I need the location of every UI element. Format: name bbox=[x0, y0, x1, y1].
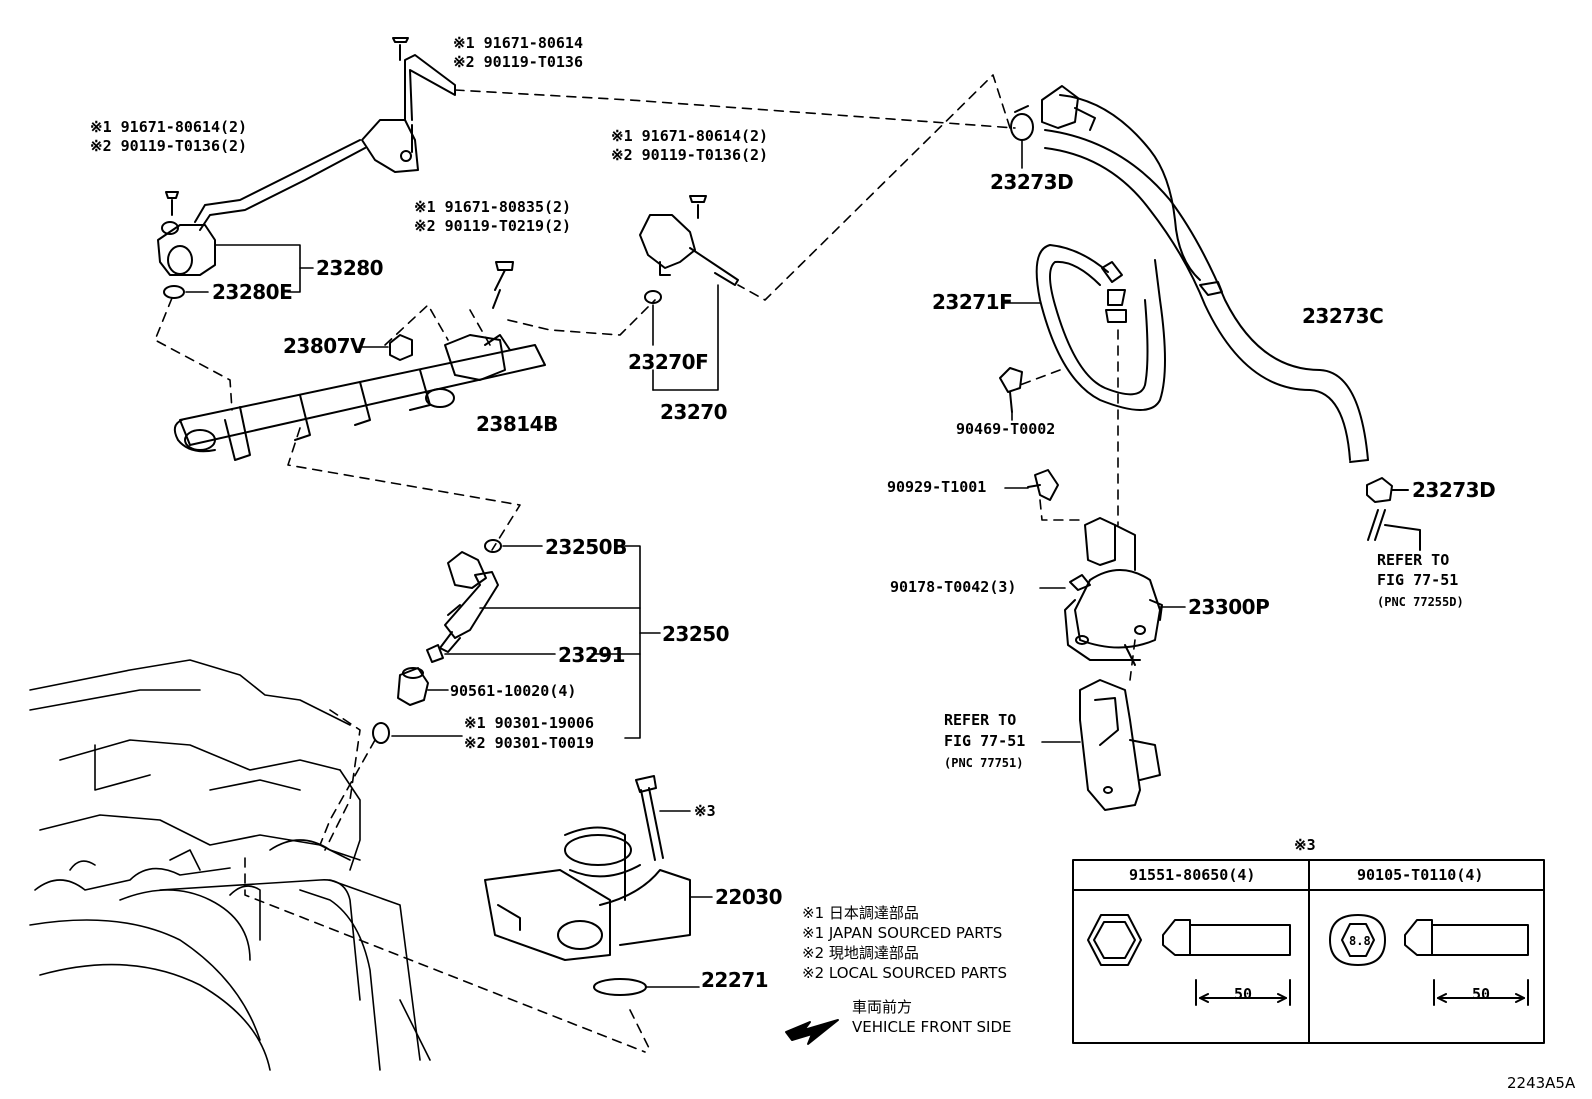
leader-22030 bbox=[645, 810, 713, 988]
o-ring-90301 bbox=[372, 722, 390, 744]
part-number-23291: 23291 bbox=[558, 643, 626, 667]
front-arrow bbox=[785, 1019, 839, 1045]
fuel-hose-23271f bbox=[1035, 244, 1166, 411]
canister-23300p bbox=[1064, 517, 1163, 666]
part-label-p3b: ※2 90119-T0136(2) bbox=[611, 146, 769, 164]
pipe-77255d bbox=[1367, 509, 1421, 551]
front-label-jp: 車両前方 bbox=[852, 998, 913, 1016]
clip-90469 bbox=[999, 367, 1023, 413]
gasket-22271 bbox=[593, 978, 647, 996]
bolt-grade-mark: 8.8 bbox=[1349, 934, 1371, 948]
part-label-p2b: ※2 90119-T0136(2) bbox=[90, 137, 248, 155]
table-title: ※3 bbox=[1294, 836, 1316, 854]
assembly-dashed-lines bbox=[154, 74, 1136, 1053]
part-label-p1b: ※2 90119-T0136 bbox=[453, 53, 583, 71]
part-label-p2a: ※1 91671-80614(2) bbox=[90, 118, 248, 136]
bracket-77751 bbox=[1079, 679, 1161, 811]
o-ring-23280e bbox=[163, 285, 185, 299]
clamp-90929 bbox=[1027, 469, 1059, 501]
clip-23273d-right bbox=[1366, 477, 1409, 503]
part-label-p4b: ※2 90119-T0219(2) bbox=[414, 217, 572, 235]
table-dim2: 50 bbox=[1472, 985, 1491, 1003]
part-number-23271f: 23271F bbox=[932, 290, 1013, 314]
refer-mid-line2: FIG 77-51 bbox=[944, 732, 1026, 750]
part-label-p1a: ※1 91671-80614 bbox=[453, 34, 583, 52]
engine-block-outline bbox=[29, 659, 431, 1071]
legend-line-3: ※2 現地調達部品 bbox=[802, 944, 919, 962]
refer-mid-line1: REFER TO bbox=[944, 711, 1017, 729]
legend-line-2: ※1 JAPAN SOURCED PARTS bbox=[802, 924, 1003, 942]
leader-23250 bbox=[391, 545, 661, 739]
part-number-90929: 90929-T1001 bbox=[887, 478, 987, 496]
refer-right-line1: REFER TO bbox=[1377, 551, 1450, 569]
fuel-delivery-pipe-23814B bbox=[173, 261, 546, 461]
table-dim1: 50 bbox=[1234, 985, 1253, 1003]
refer-right-line3: (PNC 77255D) bbox=[1377, 595, 1464, 609]
part-number-23280e: 23280E bbox=[212, 280, 293, 304]
part-number-23270: 23270 bbox=[660, 400, 728, 424]
leader-23280 bbox=[185, 244, 314, 293]
throttle-body-22030 bbox=[484, 826, 691, 961]
part-number-23814b: 23814B bbox=[476, 412, 558, 436]
part-number-90178: 90178-T0042(3) bbox=[890, 578, 1017, 596]
bolt-star3 bbox=[635, 775, 664, 861]
table-col1-header: 91551-80650(4) bbox=[1129, 866, 1256, 884]
leader-23300p bbox=[1004, 411, 1186, 608]
fuel-hose-23273c bbox=[1041, 85, 1369, 463]
front-label-en: VEHICLE FRONT SIDE bbox=[852, 1018, 1012, 1036]
part-number-22271: 22271 bbox=[701, 968, 769, 992]
part-number-22030: 22030 bbox=[715, 885, 783, 909]
refer-mid-line3: (PNC 77751) bbox=[944, 756, 1024, 770]
part-number-90561: 90561-10020(4) bbox=[450, 682, 577, 700]
part-number-23270f: 23270F bbox=[628, 350, 709, 374]
part-label-p5a: ※1 90301-19006 bbox=[464, 714, 594, 732]
table-col2-header: 90105-T0110(4) bbox=[1357, 866, 1484, 884]
part-number-23273c: 23273C bbox=[1302, 304, 1384, 328]
leader-23270 bbox=[652, 284, 719, 391]
part-number-23807v: 23807V bbox=[283, 334, 366, 358]
pulsation-damper-23270 bbox=[639, 195, 739, 286]
o-ring-23250b bbox=[484, 539, 502, 553]
part-number-23273d-top: 23273D bbox=[990, 170, 1074, 194]
bolt-spec-table bbox=[1072, 859, 1545, 1044]
clip-23273d-top bbox=[1010, 105, 1034, 141]
legend-line-1: ※1 日本調達部品 bbox=[802, 904, 919, 922]
pressure-regulator-23280 bbox=[157, 37, 456, 276]
part-number-23273d-right: 23273D bbox=[1412, 478, 1496, 502]
part-number-23250: 23250 bbox=[662, 622, 730, 646]
part-number-23280: 23280 bbox=[316, 256, 384, 280]
legend-line-4: ※2 LOCAL SOURCED PARTS bbox=[802, 964, 1007, 982]
part-label-p4a: ※1 91671-80835(2) bbox=[414, 198, 572, 216]
diagram-code: 2243A5A bbox=[1507, 1074, 1576, 1092]
cushion-23291 bbox=[426, 644, 444, 663]
part-label-p3a: ※1 91671-80614(2) bbox=[611, 127, 769, 145]
refer-right-line2: FIG 77-51 bbox=[1377, 571, 1459, 589]
part-number-23300p: 23300P bbox=[1188, 595, 1270, 619]
callout-star3: ※3 bbox=[694, 802, 716, 820]
nut-23807v bbox=[389, 334, 413, 361]
part-number-90469: 90469-T0002 bbox=[956, 420, 1056, 438]
o-ring-23270f bbox=[644, 290, 662, 304]
part-label-p5b: ※2 90301-T0019 bbox=[464, 734, 594, 752]
fuel-injector-23250 bbox=[439, 551, 499, 653]
insulator-90561 bbox=[397, 667, 429, 706]
part-number-23250b: 23250B bbox=[545, 535, 627, 559]
